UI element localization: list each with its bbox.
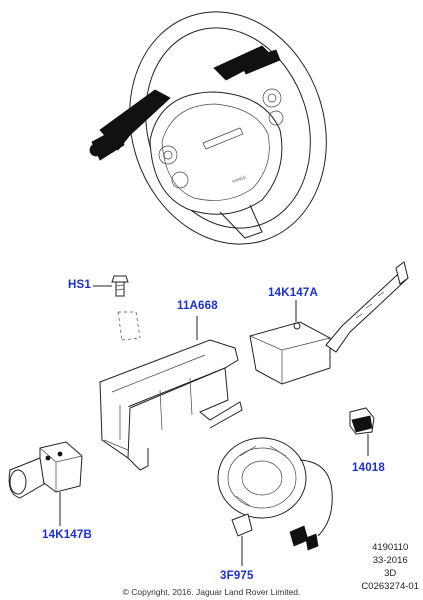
hs1-screw-illustration <box>93 275 141 341</box>
reference-line-4: C0263274-01 <box>361 581 419 592</box>
14018-connector-illustration <box>349 407 375 456</box>
reference-line-1: 4190110 <box>372 542 409 553</box>
14k147a-switch-illustration <box>249 261 409 385</box>
part-callout-hs1[interactable]: HS1 <box>68 279 91 291</box>
part-callout-3f975[interactable]: 3F975 <box>220 570 254 582</box>
part-callout-14k147b[interactable]: 14K147B <box>42 529 92 541</box>
reference-line-3: 3D <box>384 568 397 579</box>
part-callout-11a668[interactable]: 11A668 <box>177 300 218 312</box>
copyright-notice: © Copyright, 2016. Jaguar Land Rover Lim… <box>122 587 301 597</box>
part-callout-14k147a[interactable]: 14K147A <box>268 287 318 299</box>
reference-line-2: 33-2016 <box>372 555 408 566</box>
part-callout-14018[interactable]: 14018 <box>352 462 385 474</box>
svg-text:RANGE: RANGE <box>232 174 247 184</box>
3f975-clockspring-illustration <box>217 437 333 566</box>
14k147b-switch-illustration <box>8 441 83 526</box>
illustration-reference-block: 4190110 33-2016 3D C0263274-01 <box>361 541 419 593</box>
11a668-bracket-illustration <box>99 316 243 471</box>
steering-wheel-illustration: RANGE <box>89 11 327 245</box>
